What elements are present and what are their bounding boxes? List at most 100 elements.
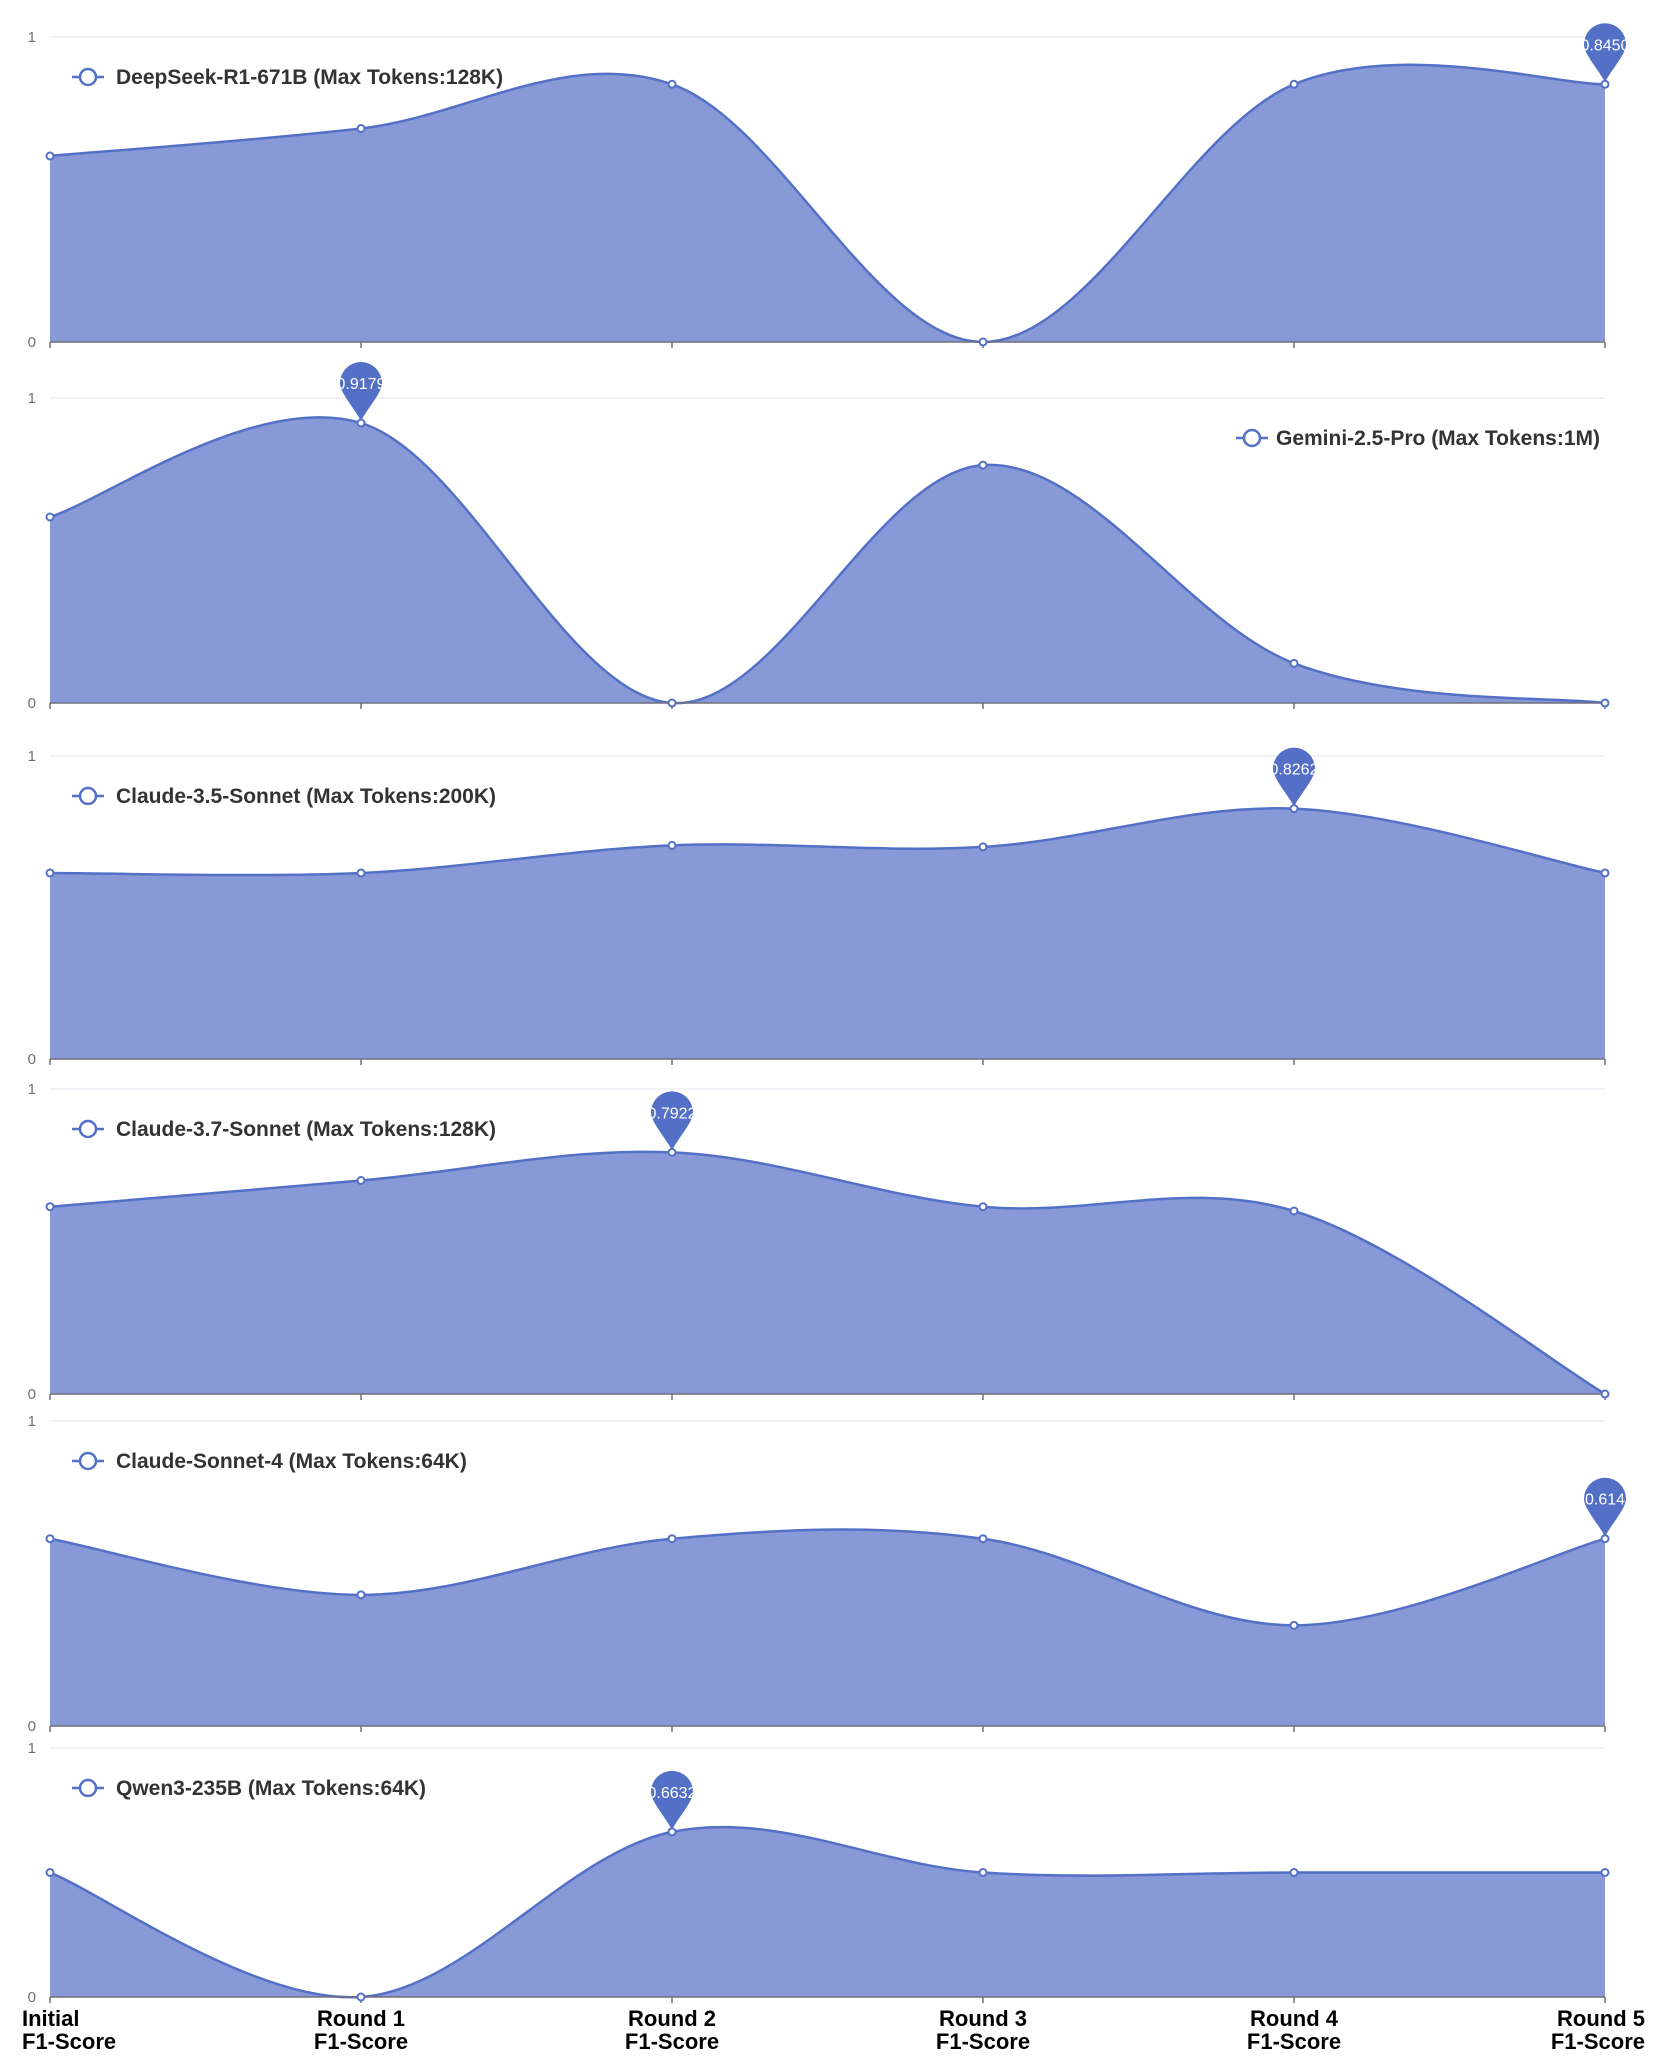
x-category-label-line: F1-Score [625, 2029, 719, 2054]
data-point[interactable] [978, 1534, 988, 1544]
max-value-pin: 0.8262 [1270, 747, 1319, 807]
max-value-label: 0.8262 [1270, 762, 1319, 779]
legend-item[interactable]: Qwen3-235B (Max Tokens:64K) [72, 1777, 426, 1800]
max-value-pin: 0.8450 [1581, 23, 1630, 83]
y-tick-label: 1 [28, 1081, 36, 1098]
y-tick-label: 1 [28, 390, 36, 407]
series-area [50, 1529, 1605, 1726]
data-point[interactable] [978, 842, 988, 852]
data-point[interactable] [667, 698, 677, 708]
x-category-label-line: Initial [22, 2006, 79, 2031]
data-point[interactable] [45, 1534, 55, 1544]
series-area [50, 1151, 1605, 1394]
y-tick-label: 0 [28, 1051, 36, 1068]
y-tick-label: 0 [28, 1718, 36, 1735]
data-point[interactable] [356, 1176, 366, 1185]
legend-label: DeepSeek-R1-671B (Max Tokens:128K) [116, 66, 503, 89]
legend-label: Claude-3.5-Sonnet (Max Tokens:200K) [116, 785, 496, 808]
x-category-label-line: Round 5 [1557, 2006, 1645, 2031]
legend-item[interactable]: DeepSeek-R1-671B (Max Tokens:128K) [72, 66, 503, 89]
max-value-label: 0.6632 [648, 1785, 697, 1802]
y-tick-label: 0 [28, 1386, 36, 1403]
max-value-label: 0.9179 [337, 376, 386, 393]
series-line [49, 1528, 1606, 1627]
series-area [50, 64, 1605, 343]
series-line [49, 63, 1606, 344]
max-value-label: 0.8450 [1581, 37, 1630, 54]
series-line [49, 1825, 1605, 1999]
legend-circle-icon [78, 67, 98, 87]
x-category-label-line: F1-Score [1247, 2029, 1341, 2054]
data-point[interactable] [667, 1534, 677, 1544]
data-point[interactable] [1600, 1868, 1610, 1877]
legend-item[interactable]: Gemini-2.5-Pro (Max Tokens:1M) [1235, 427, 1600, 450]
data-point[interactable] [45, 151, 55, 161]
data-point[interactable] [356, 124, 366, 133]
x-category-label-line: F1-Score [1551, 2029, 1645, 2054]
max-value-pin: 0.614 [1584, 1477, 1626, 1537]
data-point[interactable] [1289, 1868, 1299, 1877]
legend-circle-icon [78, 1451, 98, 1471]
pin-shape [651, 1091, 693, 1151]
y-tick-label: 0 [28, 695, 36, 712]
data-point[interactable] [45, 1868, 55, 1877]
data-point[interactable] [978, 460, 988, 470]
y-tick-label: 1 [28, 1413, 36, 1430]
data-point[interactable] [1289, 79, 1299, 89]
panel-5: 0 1 0.614 Claude-Sonnet-4 (Max Tokens:64K) [28, 1413, 1626, 1735]
data-point[interactable] [45, 868, 55, 878]
legend-circle-icon [78, 1119, 98, 1139]
data-point[interactable] [1600, 868, 1610, 878]
legend-item[interactable]: Claude-3.7-Sonnet (Max Tokens:128K) [72, 1118, 496, 1141]
x-category-label-line: Round 4 [1250, 2006, 1339, 2031]
data-point[interactable] [1600, 698, 1610, 708]
series-line [49, 1150, 1606, 1396]
series-line [49, 416, 1606, 705]
panel-4: 0 1 0.7922 Claude-3.7-Sonnet (Max Tokens:12… [28, 1081, 1610, 1403]
x-category-label-line: F1-Score [314, 2029, 408, 2054]
pin-shape [1584, 23, 1626, 83]
series-area [50, 808, 1605, 1059]
y-tick-label: 0 [28, 1989, 36, 2006]
data-point[interactable] [1289, 658, 1299, 668]
max-value-pin: 0.6632 [648, 1770, 697, 1830]
data-point[interactable] [356, 868, 366, 878]
legend-circle-icon [1242, 428, 1262, 448]
y-tick-label: 0 [28, 334, 36, 351]
data-point[interactable] [978, 1868, 988, 1877]
data-point[interactable] [667, 79, 677, 89]
data-point[interactable] [45, 512, 55, 522]
series-area [50, 417, 1605, 704]
pin-shape [1584, 1477, 1626, 1537]
max-value-label: 0.614 [1585, 1492, 1625, 1509]
data-point[interactable] [1289, 1206, 1299, 1216]
data-point[interactable] [1289, 1620, 1299, 1630]
data-point[interactable] [978, 1202, 988, 1212]
data-point[interactable] [356, 1590, 366, 1600]
legend-label: Gemini-2.5-Pro (Max Tokens:1M) [1276, 427, 1600, 450]
y-tick-label: 1 [28, 1740, 36, 1757]
max-value-pin: 0.7922 [648, 1091, 697, 1151]
legend-label: Claude-Sonnet-4 (Max Tokens:64K) [116, 1450, 467, 1473]
data-point[interactable] [356, 1992, 366, 2002]
data-point[interactable] [978, 337, 988, 347]
data-point[interactable] [45, 1202, 55, 1212]
legend-circle-icon [78, 1778, 98, 1798]
y-tick-label: 1 [28, 748, 36, 765]
legend-item[interactable]: Claude-Sonnet-4 (Max Tokens:64K) [72, 1450, 467, 1473]
legend-item[interactable]: Claude-3.5-Sonnet (Max Tokens:200K) [72, 785, 496, 808]
data-point[interactable] [667, 840, 677, 850]
x-category-label-line: F1-Score [936, 2029, 1030, 2054]
x-category-label-line: F1-Score [22, 2029, 116, 2054]
panel-6: 0 1 0.6632 Qwen3-235B (Max Tokens:64K) [28, 1740, 1610, 2006]
data-point[interactable] [1600, 1389, 1610, 1399]
pin-shape [340, 362, 382, 422]
